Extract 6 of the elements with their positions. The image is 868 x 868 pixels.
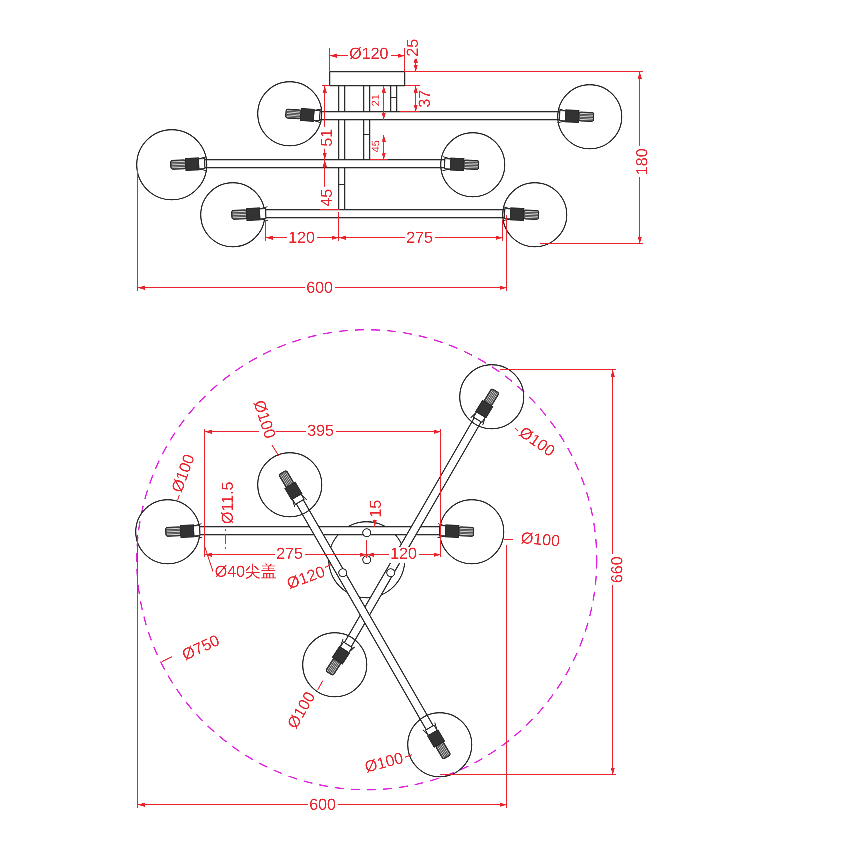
dimension-label: 120 bbox=[388, 547, 420, 563]
dimension-label: 21 bbox=[372, 92, 383, 108]
dimension-label: Ø40尖盖 bbox=[213, 565, 280, 581]
dimension-label: 180 bbox=[634, 146, 651, 178]
dimension-label: 660 bbox=[610, 554, 626, 586]
dimension-label: 45 bbox=[372, 138, 383, 154]
